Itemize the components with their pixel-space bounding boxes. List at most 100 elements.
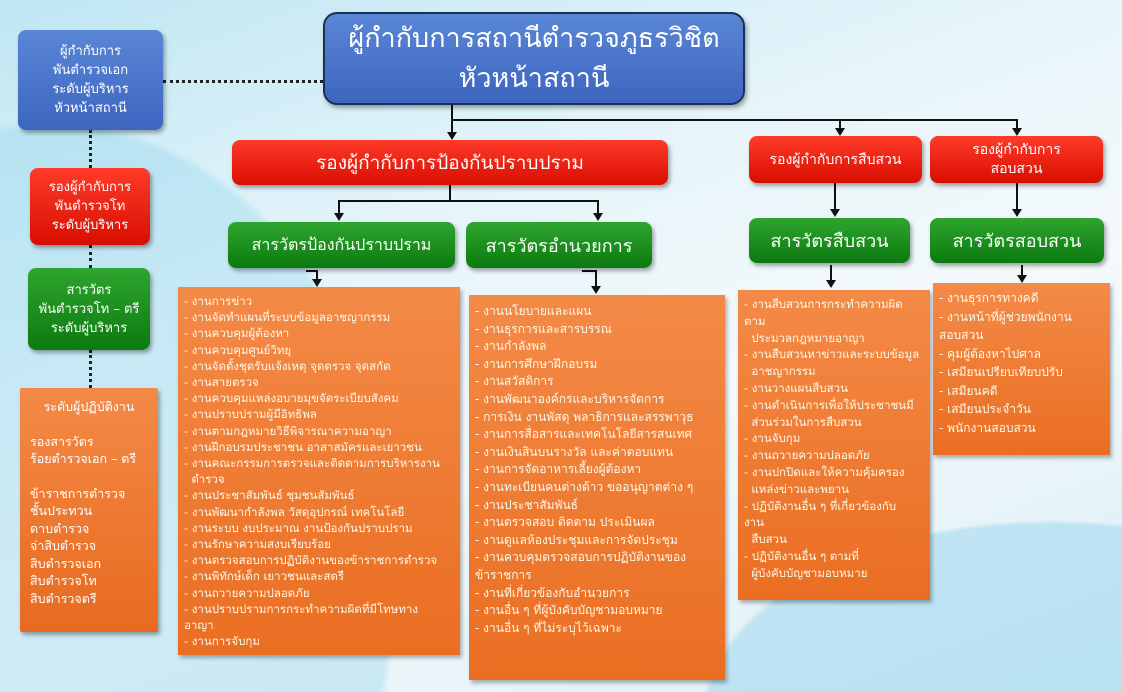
task-item: - งานอื่น ๆ ที่ผู้บังคับบัญชามอบหมาย xyxy=(475,603,663,618)
connector xyxy=(597,200,599,214)
task-item: - งานดำเนินการเพื่อให้ประชาชนมี xyxy=(744,397,914,412)
task-item: - งานพัฒนากำลังพล วัสดุอุปกรณ์ เทคโนโลยี xyxy=(184,504,405,519)
deputy-inquiry-box: รองผู้กำกับการ สอบสวน xyxy=(930,136,1103,183)
connector xyxy=(451,105,453,120)
task-item: - งานสวัสดิการ xyxy=(475,374,554,389)
task-item: - งานจัดทำแผนที่ระบบข้อมูลอาชญากรรม xyxy=(184,310,391,325)
task-item: - งานตรวจสอบการปฏิบัติงานของข้าราชการตำร… xyxy=(184,553,438,568)
arrow-icon xyxy=(334,213,344,221)
connector xyxy=(582,270,596,272)
connector xyxy=(449,185,451,201)
task-item: - งานการจัดอาหารเลี้ยงผู้ต้องหา xyxy=(475,462,642,477)
dotted-connector xyxy=(89,130,92,168)
task-item: - ปฏิบัติงานอื่น ๆ ที่เกี่ยวข้องกับ xyxy=(744,498,897,513)
deputy-label: รองผู้กำกับการ xyxy=(972,141,1061,158)
task-item: - งานจับกุม xyxy=(744,431,801,446)
dotted-connector xyxy=(163,80,323,83)
task-item: แหล่งข่าวและพยาน xyxy=(744,481,850,496)
legend-text: สิบตำรวจโท xyxy=(30,573,97,588)
inspector-label: สารวัตรสอบสวน xyxy=(952,231,1082,252)
task-item: - งานการจับกุม xyxy=(184,634,260,649)
task-item: อาญา xyxy=(184,618,214,633)
task-item: - งานถวายความปลอดภัย xyxy=(184,585,310,600)
arrow-icon xyxy=(830,209,840,217)
arrow-icon xyxy=(312,279,322,287)
task-item: - งานธุรการทางคดี xyxy=(939,291,1039,305)
task-item: - งานวางแผนสืบสวน xyxy=(744,380,848,395)
task-item: - งานสืบสวนหาข่าวและระบบข้อมูล xyxy=(744,347,920,362)
task-item: - งานประชาสัมพันธ์ xyxy=(475,497,579,512)
admin-task-list: - งานนโยบายและแผน- งานธุรการและสารบรรณ- … xyxy=(469,295,725,680)
task-item: - งานควบคุมผู้ต้องหา xyxy=(184,326,290,341)
legend-text: สารวัตร xyxy=(66,282,112,298)
task-item: - เสมียนเปรียบเทียบปรับ xyxy=(939,365,1063,379)
task-item: - งานรักษาความสงบเรียบร้อย xyxy=(184,537,332,552)
task-item: - งานการศึกษาฝึกอบรม xyxy=(475,356,598,371)
legend-text: พันตำรวจเอก xyxy=(52,63,129,78)
task-item: ประมวลกฎหมายอาญา xyxy=(744,330,865,345)
task-item: - งานที่เกี่ยวข้องกับอำนวยการ xyxy=(475,585,630,600)
task-item: - งานปราบปรามผู้มีอิทธิพล xyxy=(184,407,317,422)
legend-text: รองผู้กำกับการ xyxy=(48,180,132,195)
dotted-connector xyxy=(89,350,92,388)
task-item: งาน xyxy=(744,515,764,530)
arrow-icon xyxy=(593,213,603,221)
task-item: - งานตรวจสอบ ติดตาม ประเมินผล xyxy=(475,515,655,530)
title-line2: หัวหน้าสถานี xyxy=(458,62,610,94)
connector xyxy=(834,183,836,210)
deputy-label: สอบสวน xyxy=(990,160,1043,177)
legend-text: ดาบตำรวจ xyxy=(30,520,90,536)
connector xyxy=(316,270,318,280)
task-item: อาชญากรรม xyxy=(744,364,816,379)
legend-text: พันตำรวจโท – ตรี xyxy=(38,301,140,317)
task-item: - งานสายตรวจ xyxy=(184,375,259,390)
task-item: สอบสวน xyxy=(939,328,984,342)
connector xyxy=(451,119,1018,121)
inspector-label: สารวัตรป้องกันปราบปราม xyxy=(251,234,432,254)
task-item: ตำรวจ xyxy=(184,472,225,487)
arrow-icon xyxy=(591,286,601,294)
investigation-task-list: - งานสืบสวนการกระทำความผิดตาม ประมวลกฎหม… xyxy=(738,290,930,600)
arrow-icon xyxy=(826,280,836,288)
task-item: - งานประชาสัมพันธ์ ชุมชนสัมพันธ์ xyxy=(184,488,355,503)
connector xyxy=(1016,119,1018,129)
legend-text: ระดับผู้บริหาร xyxy=(50,320,128,336)
legend-operational: ระดับผู้ปฏิบัติงาน รองสารวัตร ร้อยตำรวจเ… xyxy=(20,388,158,632)
task-item: - งานการข่าว xyxy=(184,294,253,308)
legend-text: ระดับผู้บริหาร xyxy=(52,82,129,97)
deputy-label: รองผู้กำกับการป้องกันปราบปราม xyxy=(316,151,584,174)
task-item: - งานทะเบียนคนต่างด้าว ขออนุญาตต่าง ๆ xyxy=(475,479,694,494)
legend-text: ข้าราชการตำรวจ xyxy=(30,485,126,501)
inspector-prevention-box: สารวัตรป้องกันปราบปราม xyxy=(228,222,455,268)
task-item: - คุมผู้ต้องหาไปศาล xyxy=(939,346,1041,361)
connector xyxy=(451,119,453,133)
task-item: - งานพิทักษ์เด็ก เยาวชนและสตรี xyxy=(184,569,345,584)
legend-text: ชั้นประทวน xyxy=(30,503,93,518)
task-item: - พนักงานสอบสวน xyxy=(939,420,1036,435)
task-item: - งานปราบปรามการกระทำความผิดที่มีโทษทาง xyxy=(184,601,418,616)
task-item: - งานพัฒนาองค์กรและบริหารจัดการ xyxy=(475,391,665,406)
legend-text: สิบตำรวจตรี xyxy=(30,590,97,606)
task-item: - เสมียนคดี xyxy=(939,383,998,398)
arrow-icon xyxy=(1017,275,1027,283)
station-commander-box: ผู้กำกับการสถานีตำรวจภูธรวิชิต หัวหน้าสถ… xyxy=(323,12,745,105)
dotted-connector xyxy=(89,245,92,268)
task-item: - งานควบคุมศูนย์วิทยุ xyxy=(184,342,292,357)
arrow-icon xyxy=(835,128,845,136)
task-item: - งานหน้าที่ผู้ช่วยพนักงาน xyxy=(939,309,1072,324)
inspector-label: สารวัตรอำนวยการ xyxy=(485,235,633,257)
legend-text: สิบตำรวจเอก xyxy=(30,555,102,571)
task-item: - งานถวายความปลอดภัย xyxy=(744,448,870,463)
connector xyxy=(839,119,841,129)
legend-text: จ่าสิบตำรวจ xyxy=(30,538,97,553)
legend-deputy: รองผู้กำกับการ พันตำรวจโท ระดับผู้บริหาร xyxy=(30,168,150,245)
task-item: - งานฝึกอบรมประชาชน อาสาสมัครและเยาวชน xyxy=(184,439,422,454)
task-item: - งานเงินสินบนรางวัล และค่าตอบแทน xyxy=(475,444,674,459)
task-item: - งานสืบสวนการกระทำความผิด xyxy=(744,297,903,311)
connector xyxy=(1016,183,1018,210)
task-item: - งานการสื่อสารและเทคโนโลยีสารสนเทศ xyxy=(475,427,693,442)
deputy-label: รองผู้กำกับการสืบสวน xyxy=(769,151,902,168)
legend-text: ร้อยตำรวจเอก – ตรี xyxy=(30,451,137,466)
connector xyxy=(338,200,599,202)
legend-commander: ผู้กำกับการ พันตำรวจเอก ระดับผู้บริหาร ห… xyxy=(18,30,163,130)
